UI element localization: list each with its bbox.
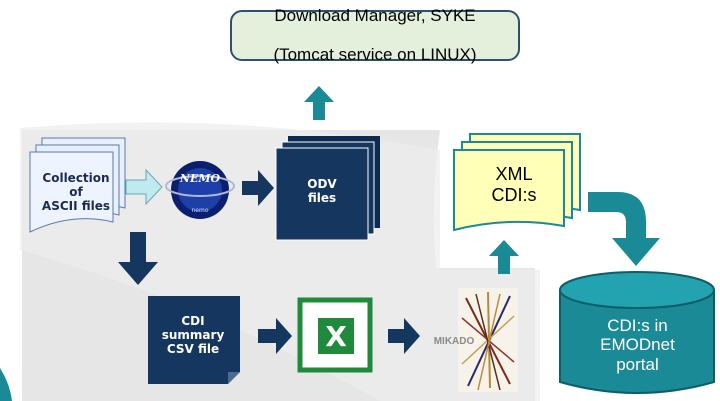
corner-decoration <box>0 368 12 401</box>
cdi-summary-doc <box>148 296 240 384</box>
arrow-up-download <box>304 86 334 120</box>
nemo-logo: NEMO nemo <box>165 161 235 219</box>
emodnet-portal-label: CDI:s in EMODnet portal <box>600 315 675 374</box>
arrow-down-cdi <box>118 232 158 285</box>
odv-files-stack <box>275 136 380 241</box>
arrow-to-excel <box>258 318 292 354</box>
download-manager-subtitle: (Tomcat service on LINUX) <box>273 45 477 65</box>
emodnet-portal-cylinder <box>559 271 715 394</box>
arrow-to-mikado <box>388 318 420 354</box>
download-manager-title: Download Manager, SYKE <box>274 6 476 26</box>
xml-cdis-label: XML CDI:s <box>491 164 537 205</box>
mikado-image <box>458 288 518 392</box>
cdi-summary-fold <box>228 372 240 384</box>
svg-text:NEMO: NEMO <box>179 172 221 185</box>
excel-icon: X <box>297 297 373 373</box>
ascii-files-label: Collection of ASCII files <box>41 171 111 213</box>
svg-text:nemo: nemo <box>191 207 208 214</box>
svg-text:X: X <box>325 320 347 353</box>
mikado-label: MIKADO <box>433 336 475 348</box>
download-manager-box: Download Manager, SYKE (Tomcat service o… <box>230 6 520 64</box>
odv-files-label: ODV files <box>307 177 337 205</box>
xml-cdis-stack <box>453 133 581 232</box>
arrow-to-portal <box>588 192 660 266</box>
arrow-to-odv <box>242 170 274 206</box>
ascii-files-stack <box>29 137 126 233</box>
arrow-to-nemo <box>125 168 163 206</box>
arrow-up-xml <box>489 240 519 274</box>
cdi-summary-label: CDI summary CSV file <box>161 314 225 356</box>
